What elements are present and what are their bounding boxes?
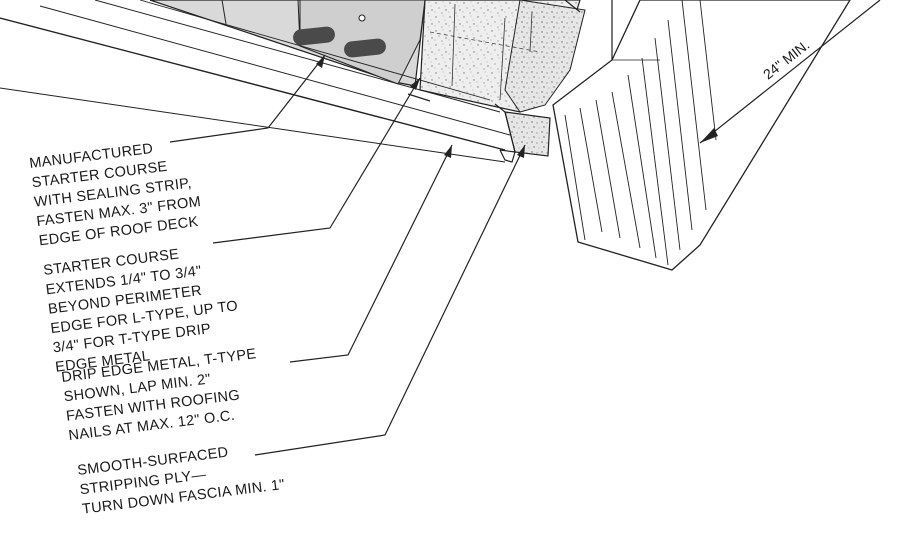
leader-lines bbox=[169, 54, 526, 456]
callout-manufactured-starter: MANUFACTUREDSTARTER COURSEWITH SEALING S… bbox=[29, 136, 205, 249]
callout-notes: MANUFACTUREDSTARTER COURSEWITH SEALING S… bbox=[29, 136, 286, 518]
fascia-hatching bbox=[552, 0, 851, 271]
stripping-ply-block bbox=[494, 103, 551, 157]
callout-starter-course: STARTER COURSEEXTENDS 1/4" TO 3/4"BEYOND… bbox=[43, 240, 244, 376]
dimension-24-min bbox=[564, 0, 881, 144]
roof-deck-edge bbox=[0, 0, 516, 163]
callout-stripping-ply: SMOOTH-SURFACEDSTRIPPING PLY—TURN DOWN F… bbox=[77, 438, 286, 517]
shingle-surface bbox=[419, 0, 586, 113]
